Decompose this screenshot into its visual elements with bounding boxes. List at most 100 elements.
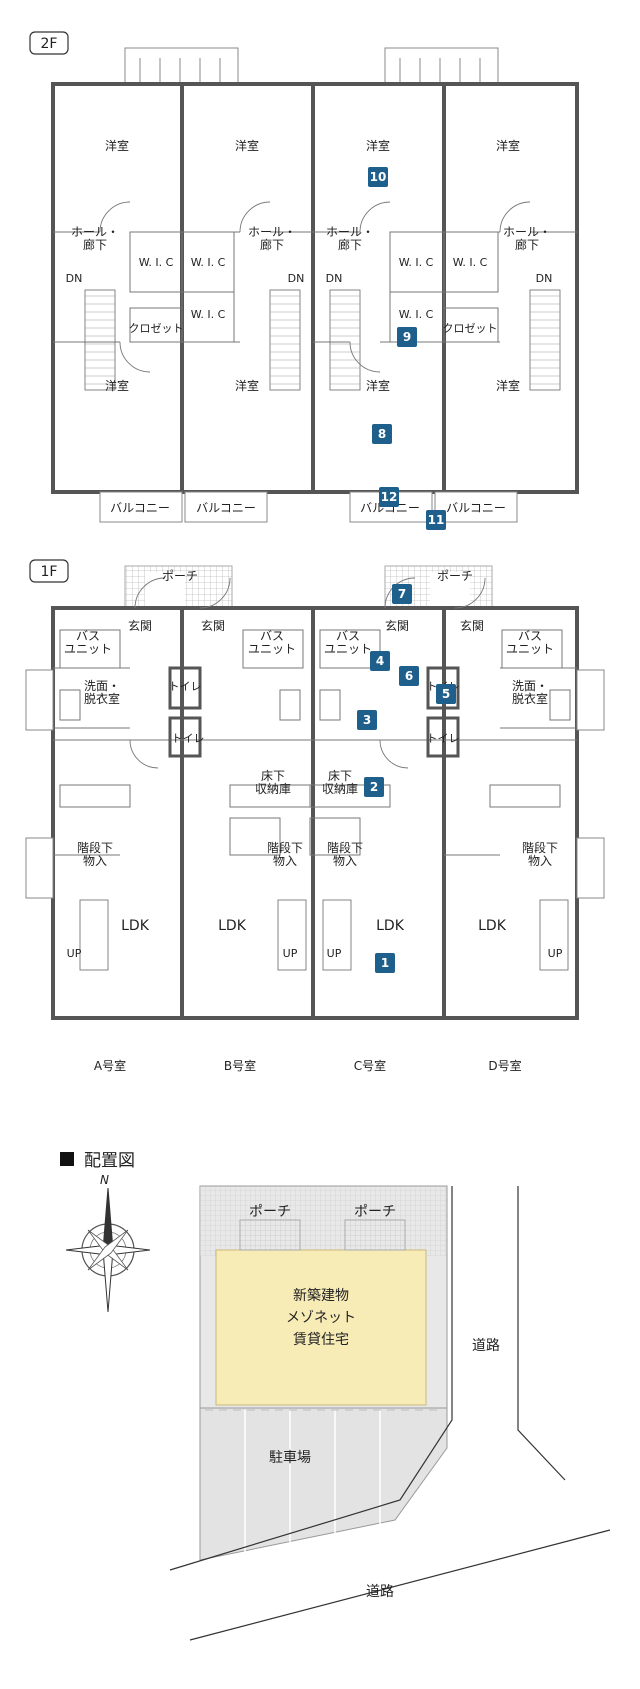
room-wic-2f: W. I. C xyxy=(191,256,226,269)
room-youshitsu-2f: 洋室 xyxy=(235,138,259,153)
badge-number: 9 xyxy=(403,330,411,344)
floor-1f-tag: 1F xyxy=(41,564,58,580)
unit-label-a: A号室 xyxy=(94,1058,126,1073)
room-hall-2f: ホール・廊下 xyxy=(71,225,119,252)
unit-label-c: C号室 xyxy=(354,1058,386,1073)
genkan-1f: 玄関 xyxy=(201,618,225,633)
room-hall-2f: ホール・廊下 xyxy=(503,225,551,252)
kaidanshita-1f: 階段下物入 xyxy=(77,840,113,868)
porch-1f: ポーチ xyxy=(437,569,473,583)
bath-unit-1f: バスユニット xyxy=(64,629,112,656)
badge-2: 2 xyxy=(364,777,384,797)
bath-unit-1f: バスユニット xyxy=(506,629,554,656)
yukashita-1f: 床下収納庫 xyxy=(255,769,291,796)
floor-2f: 2F xyxy=(29,31,579,523)
north-label: N xyxy=(100,1173,109,1187)
porch-label-left: ポーチ xyxy=(249,1204,291,1220)
kaidanshita-1f: 階段下物入 xyxy=(327,840,363,868)
ldk-1f: LDK xyxy=(218,918,247,934)
room-youshitsu-2f: 洋室 xyxy=(105,138,129,153)
genkan-1f: 玄関 xyxy=(128,618,152,633)
badge-7: 7 xyxy=(392,584,412,604)
stairs-dn-2f: DN xyxy=(66,272,83,285)
badge-number: 7 xyxy=(398,587,406,601)
room-youshitsu-2f: 洋室 xyxy=(366,138,390,153)
unit-label-b: B号室 xyxy=(224,1058,256,1073)
room-hall-2f: ホール・廊下 xyxy=(248,225,296,252)
kaidanshita-1f: 階段下物入 xyxy=(267,840,303,868)
senmen-1f: 洗面・脱衣室 xyxy=(84,679,120,706)
site-plan-heading: 配置図 xyxy=(84,1151,135,1171)
badge-8: 8 xyxy=(372,424,392,444)
genkan-1f: 玄関 xyxy=(385,618,409,633)
stairs-up-1f: UP xyxy=(548,947,563,960)
unit-label-d: D号室 xyxy=(488,1058,521,1073)
room-youshitsu-2f: 洋室 xyxy=(496,138,520,153)
road-label-right: 道路 xyxy=(472,1338,500,1354)
room-balcony-2f: バルコニー xyxy=(360,501,420,515)
ldk-1f: LDK xyxy=(376,918,405,934)
ldk-1f: LDK xyxy=(121,918,150,934)
room-youshitsu-2f: 洋室 xyxy=(235,378,259,393)
room-closet-2f: クロゼット xyxy=(443,322,498,335)
building-label-1: 新築建物 xyxy=(293,1288,349,1304)
room-youshitsu-2f: 洋室 xyxy=(496,378,520,393)
room-wic-2f: W. I. C xyxy=(191,308,226,321)
room-hall-2f: ホール・廊下 xyxy=(326,225,374,252)
building-label-2: メゾネット xyxy=(286,1310,356,1326)
room-closet-2f: クロゼット xyxy=(129,322,184,335)
room-balcony-2f: バルコニー xyxy=(446,501,506,515)
genkan-1f: 玄関 xyxy=(460,618,484,633)
badge-4: 4 xyxy=(370,651,390,671)
room-wic-2f: W. I. C xyxy=(139,256,174,269)
bath-unit-1f: バスユニット xyxy=(248,629,296,656)
room-wic-2f: W. I. C xyxy=(453,256,488,269)
building-label-3: 賃貸住宅 xyxy=(293,1332,349,1348)
badge-6: 6 xyxy=(399,666,419,686)
badge-number: 4 xyxy=(376,654,384,668)
badge-number: 8 xyxy=(378,427,386,441)
road-label-bottom: 道路 xyxy=(366,1584,394,1600)
stairs-up-1f: UP xyxy=(327,947,342,960)
site-plan: 配置図 N xyxy=(60,1151,611,1641)
stairs-up-1f: UP xyxy=(283,947,298,960)
stairs-dn-2f: DN xyxy=(326,272,343,285)
kaidanshita-1f: 階段下物入 xyxy=(522,840,558,868)
compass-icon: N xyxy=(65,1173,151,1313)
toilet-1f: トイレ xyxy=(172,732,205,745)
toilet-1f: トイレ xyxy=(427,732,460,745)
bath-unit-1f: バスユニット xyxy=(324,629,372,656)
badge-9: 9 xyxy=(397,327,417,347)
badge-number: 12 xyxy=(381,490,398,504)
room-wic-2f: W. I. C xyxy=(399,256,434,269)
badge-number: 3 xyxy=(363,713,371,727)
badge-number: 1 xyxy=(381,956,389,970)
floor-1f: 1F xyxy=(25,559,605,1073)
badge-1: 1 xyxy=(375,953,395,973)
toilet-1f: トイレ xyxy=(169,680,202,693)
room-balcony-2f: バルコニー xyxy=(110,501,170,515)
badge-number: 6 xyxy=(405,669,413,683)
yukashita-1f: 床下収納庫 xyxy=(322,769,358,796)
porch-1f: ポーチ xyxy=(162,569,198,583)
stairs-dn-2f: DN xyxy=(536,272,553,285)
floor-2f-tag: 2F xyxy=(41,36,58,52)
badge-12: 12 xyxy=(379,487,399,507)
porch-label-right: ポーチ xyxy=(354,1204,396,1220)
badge-10: 10 xyxy=(368,167,388,187)
senmen-1f: 洗面・脱衣室 xyxy=(512,679,548,706)
room-youshitsu-2f: 洋室 xyxy=(366,378,390,393)
stairs-dn-2f: DN xyxy=(288,272,305,285)
badge-number: 10 xyxy=(370,170,387,184)
room-youshitsu-2f: 洋室 xyxy=(105,378,129,393)
room-balcony-2f: バルコニー xyxy=(196,501,256,515)
badge-number: 5 xyxy=(442,687,450,701)
parking-label: 駐車場 xyxy=(269,1449,311,1466)
room-wic-2f: W. I. C xyxy=(399,308,434,321)
ldk-1f: LDK xyxy=(478,918,507,934)
badge-11: 11 xyxy=(426,510,446,530)
badge-number: 11 xyxy=(428,513,445,527)
badge-number: 2 xyxy=(370,780,378,794)
stairs-up-1f: UP xyxy=(67,947,82,960)
